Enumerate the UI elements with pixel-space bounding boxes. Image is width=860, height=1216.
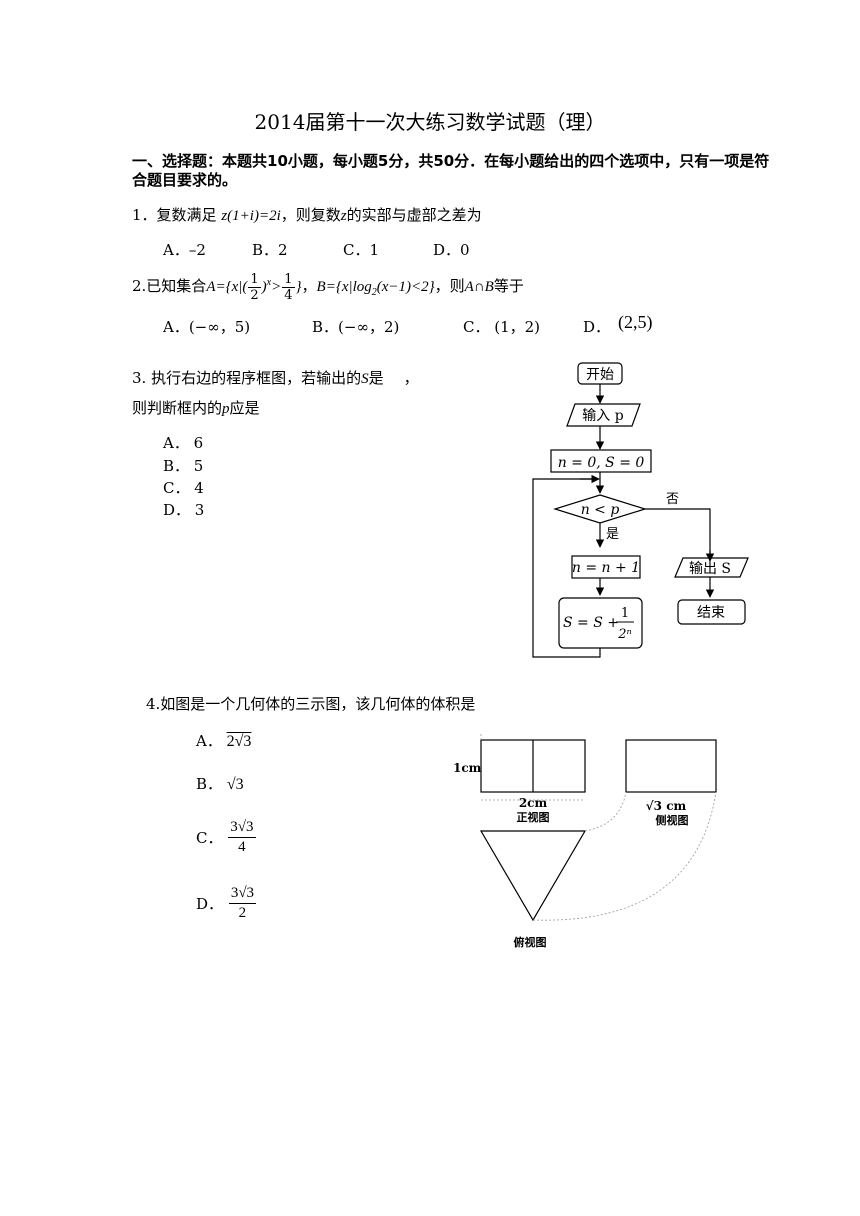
flow-sum-numerator: 1	[621, 606, 629, 621]
q3-text-2: 是	[368, 369, 384, 387]
flow-input-label: 输入 p	[582, 408, 623, 424]
flow-end-box	[677, 599, 746, 625]
flow-input-box	[566, 403, 641, 427]
flow-no-line	[645, 508, 711, 560]
q4-option-b-value: √3	[226, 776, 244, 793]
q2-option-a: A．(−∞，5)	[163, 318, 251, 336]
flow-output-label: 输出 S	[689, 561, 731, 577]
q2-option-d: D．	[583, 318, 611, 336]
projection-arc-1	[584, 791, 627, 832]
q2-gt: >	[271, 279, 282, 295]
side-width-label: √3 cm	[646, 799, 687, 813]
q2-option-d-value: (2,5)	[618, 312, 653, 332]
flow-end-label: 结束	[697, 605, 725, 621]
q2-exponent: x	[266, 277, 272, 288]
q4-option-b: B． √3	[196, 773, 244, 794]
section-header: 一、选择题：本题共10小题，每小题5分，共50分．在每小题给出的四个选项中，只有…	[132, 152, 770, 189]
top-view-label: 俯视图	[514, 935, 547, 949]
q2-prefix: 2.已知集合	[132, 277, 207, 295]
flowchart: 开始 输入 p n = 0, S = 0 n < p 否 是 n = n + 1…	[532, 362, 749, 658]
q4-option-d-label: D．	[196, 895, 224, 913]
q3-text-4: 则判断框内的	[132, 399, 223, 417]
top-view-triangle	[479, 830, 587, 922]
q4-option-a-value: 2√3	[226, 733, 252, 750]
q1-option-c: C．1	[343, 241, 380, 259]
flow-no-label: 否	[666, 492, 679, 507]
q1-variable: z	[340, 208, 347, 224]
q2-set-a-end: }	[295, 279, 302, 295]
q1-option-a: A．–2	[163, 241, 206, 259]
q4-option-c-label: C．	[196, 829, 223, 847]
front-view-label: 正视图	[517, 810, 550, 824]
question-3-line-1: 3. 执行右边的程序框图，若输出的S是 ，	[132, 367, 419, 388]
q1-text-1: 复数满足	[156, 206, 217, 224]
flow-increment-label: n = n + 1	[572, 560, 640, 576]
q1-text-2: ，则复数	[280, 206, 341, 224]
q3-text-3: ，	[403, 369, 419, 387]
q1-number: 1．	[132, 206, 157, 224]
width-label: 2cm	[519, 796, 548, 810]
q2-tail-pre: ，则	[434, 277, 465, 295]
q2-set-a-paren: )	[261, 279, 267, 295]
q2-option-b: B．(−∞，2)	[312, 318, 400, 336]
flow-start-label: 开始	[586, 367, 614, 383]
q3-hidden-value	[384, 372, 404, 386]
q1-option-b: B．2	[252, 241, 288, 259]
flow-output-box	[674, 557, 749, 578]
q3-text-5: 应是	[229, 399, 260, 417]
q1-text-3: 的实部与虚部之差为	[346, 206, 482, 224]
flow-loop-line	[532, 478, 601, 658]
question-1: 1．复数满足 z(1+i)=2i，则复数z的实部与虚部之差为	[132, 204, 482, 225]
q4-option-a: A． 2√3	[196, 730, 251, 751]
q4-option-b-label: B．	[196, 775, 223, 793]
q3-text-1: 3. 执行右边的程序框图，若输出的	[132, 369, 362, 387]
flow-sum-denominator: 2ⁿ	[617, 627, 632, 642]
q3-var-p: p	[222, 401, 230, 417]
q2-option-c: C． (1，2)	[463, 318, 541, 336]
q3-option-c: C． 4	[163, 479, 204, 497]
side-view-rect	[625, 739, 717, 793]
three-view-drawing: 1cm 2cm 正视图 √3 cm 侧视图 俯视图	[453, 732, 717, 949]
q1-expression: z(1+i)=2i	[221, 208, 281, 224]
q1-option-d: D．0	[433, 241, 470, 259]
flow-condition-label: n < p	[581, 502, 620, 518]
q4-option-a-label: A．	[196, 732, 222, 750]
q2-log-base: 2	[371, 287, 377, 298]
question-3-line-2: 则判断框内的p应是	[132, 397, 260, 418]
q3-var-s: S	[361, 371, 369, 387]
projection-arc-2	[532, 791, 717, 921]
side-view-label: 侧视图	[656, 813, 689, 827]
flow-sum-label: S = S +	[563, 615, 619, 631]
q2-tail: 等于	[493, 277, 524, 295]
q2-set-a-start: A={x|(	[206, 279, 248, 295]
question-4: 4.如图是一个几何体的三示图，该几何体的体积是	[146, 695, 476, 713]
q3-option-d: D． 3	[163, 501, 205, 519]
q3-option-b: B． 5	[163, 457, 204, 475]
q3-option-a: A． 6	[163, 434, 204, 452]
q2-set-b: B={x|log	[316, 279, 372, 295]
page-title: 2014届第十一次大练习数学试题（理）	[254, 110, 606, 134]
q2-set-b-end: (x−1)<2}	[376, 279, 435, 295]
q2-intersection: A∩B	[464, 279, 494, 295]
flow-init-label: n = 0, S = 0	[558, 455, 645, 471]
height-label: 1cm	[453, 761, 482, 775]
flow-init-box	[550, 449, 652, 473]
q2-comma: ，	[301, 277, 317, 295]
flow-yes-label: 是	[606, 527, 619, 542]
flow-increment-box	[571, 555, 641, 579]
